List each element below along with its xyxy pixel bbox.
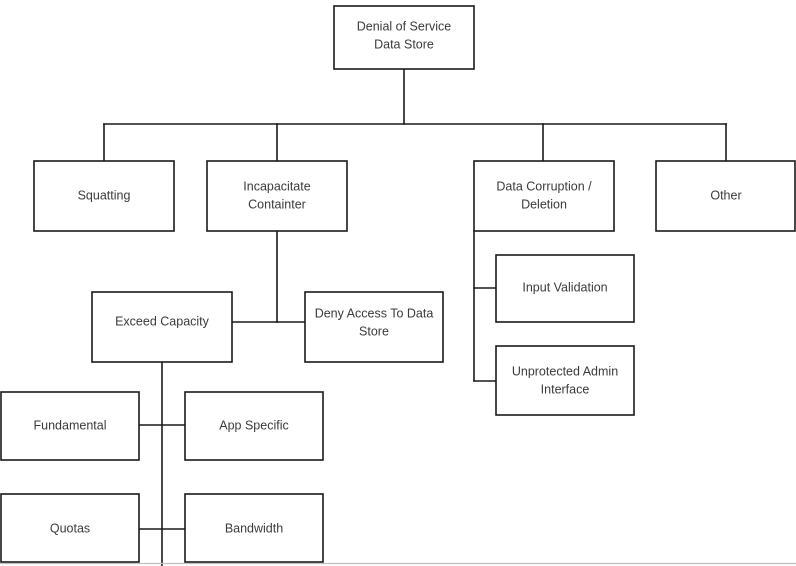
node-label-root-line1: Denial of Service xyxy=(357,19,452,33)
node-box-exceed-capacity xyxy=(91,291,233,363)
node-box-deny-access-to-data-store xyxy=(304,291,444,363)
node-box-other xyxy=(655,160,796,232)
node-fundamental[interactable]: Fundamental xyxy=(0,391,140,461)
node-box-data-corruption-deletion xyxy=(473,160,615,232)
node-denial-of-service-data-store[interactable]: Denial of Service Data Store xyxy=(333,5,475,70)
node-label-app-specific-line1: App Specific xyxy=(219,418,288,432)
connector-layer xyxy=(0,68,796,566)
node-label-squatting-line1: Squatting xyxy=(78,188,131,202)
node-squatting[interactable]: Squatting xyxy=(33,160,175,232)
node-label-input-validation-line1: Input Validation xyxy=(522,280,607,294)
node-label-incapacitate-container-line1: Incapacitate xyxy=(243,179,310,193)
node-label-deny-access-line1: Deny Access To Data xyxy=(315,306,434,320)
node-exceed-capacity[interactable]: Exceed Capacity xyxy=(91,291,233,363)
node-box-input-validation xyxy=(495,254,635,323)
node-label-exceed-capacity-line1: Exceed Capacity xyxy=(115,314,210,328)
node-deny-access-to-data-store[interactable]: Deny Access To Data Store xyxy=(304,291,444,363)
node-label-incapacitate-container-line2: Containter xyxy=(248,197,306,211)
node-box-root xyxy=(333,5,475,70)
node-bandwidth[interactable]: Bandwidth xyxy=(184,493,324,563)
node-label-quotas-line1: Quotas xyxy=(50,521,90,535)
node-box-incapacitate-container xyxy=(206,160,348,232)
node-box-bandwidth xyxy=(184,493,324,563)
node-incapacitate-container[interactable]: Incapacitate Containter xyxy=(206,160,348,232)
node-data-corruption-deletion[interactable]: Data Corruption / Deletion xyxy=(473,160,615,232)
node-quotas[interactable]: Quotas xyxy=(0,493,140,563)
node-label-fundamental-line1: Fundamental xyxy=(34,418,107,432)
node-other[interactable]: Other xyxy=(655,160,796,232)
node-label-unprotected-admin-line1: Unprotected Admin xyxy=(512,364,618,378)
node-box-quotas xyxy=(0,493,140,563)
node-box-app-specific xyxy=(184,391,324,461)
node-app-specific[interactable]: App Specific xyxy=(184,391,324,461)
node-label-root-line2: Data Store xyxy=(374,37,434,51)
node-input-validation[interactable]: Input Validation xyxy=(495,254,635,323)
node-box-fundamental xyxy=(0,391,140,461)
node-label-deny-access-line2: Store xyxy=(359,324,389,338)
node-unprotected-admin-interface[interactable]: Unprotected Admin Interface xyxy=(495,345,635,416)
node-label-other-line1: Other xyxy=(710,188,741,202)
node-label-bandwidth-line1: Bandwidth xyxy=(225,521,283,535)
node-box-squatting xyxy=(33,160,175,232)
node-box-unprotected-admin-interface xyxy=(495,345,635,416)
node-label-data-corruption-line2: Deletion xyxy=(521,197,567,211)
node-label-data-corruption-line1: Data Corruption / xyxy=(496,179,592,193)
node-label-unprotected-admin-line2: Interface xyxy=(541,382,590,396)
